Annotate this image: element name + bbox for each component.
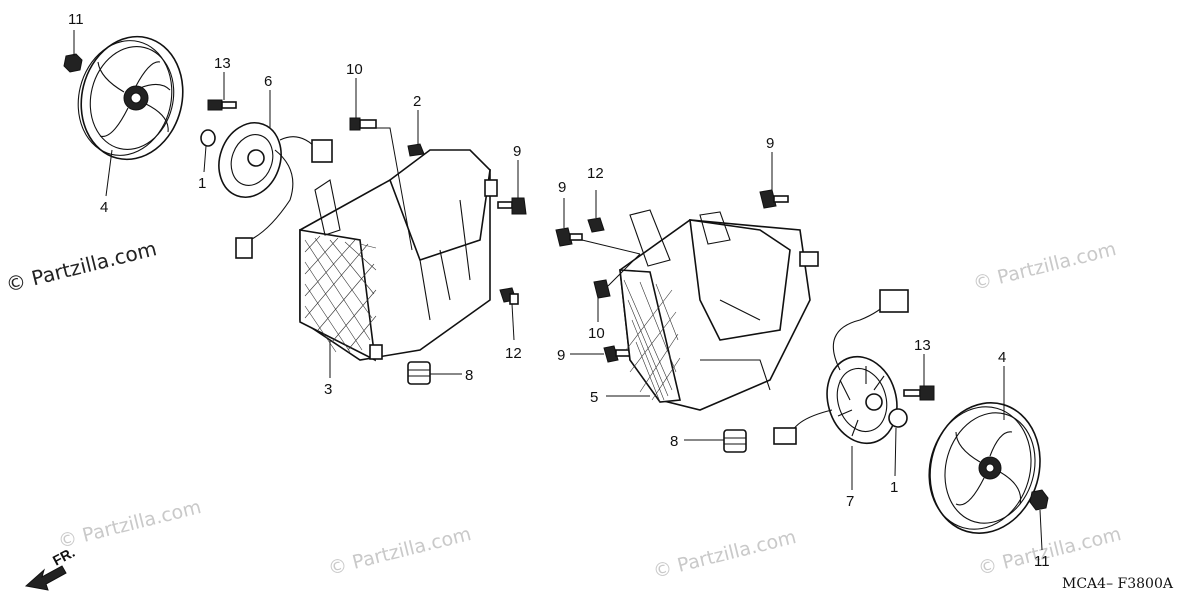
watermark: © Partzilla.com xyxy=(976,523,1124,580)
callout-labels: 11 13 6 10 2 1 4 9 12 3 8 9 9 12 10 9 5 … xyxy=(68,11,1050,570)
callout-12: 12 xyxy=(505,345,522,362)
bolt-12-right xyxy=(587,217,605,233)
callout-11: 11 xyxy=(1034,553,1050,570)
callout-8: 8 xyxy=(670,433,678,450)
watermark-main: © Partzilla.com xyxy=(3,236,159,297)
callout-1: 1 xyxy=(198,175,206,192)
fan-blade-right xyxy=(928,402,1041,534)
bolt-9-left xyxy=(497,197,527,215)
bolt-13-left xyxy=(207,99,237,111)
bolt-9-right-a xyxy=(555,227,583,247)
front-direction-arrow: FR. xyxy=(24,544,77,591)
leader-lines xyxy=(73,30,1043,551)
shroud-3 xyxy=(299,149,498,362)
screw-10-left xyxy=(349,117,377,131)
callout-9: 9 xyxy=(557,347,565,364)
callout-9: 9 xyxy=(513,143,521,160)
screw-10-right xyxy=(593,279,611,299)
callout-8: 8 xyxy=(465,367,473,384)
watermark: © Partzilla.com xyxy=(56,496,204,553)
bolt-9-right-c xyxy=(759,189,789,209)
nut-11-right xyxy=(1029,489,1049,511)
rubber-mount-8-left xyxy=(407,361,431,385)
fan-motor-7 xyxy=(773,289,909,445)
collar-1-left xyxy=(200,129,216,147)
rubber-mount-8-right xyxy=(723,429,747,453)
callout-13: 13 xyxy=(914,337,931,354)
callout-4: 4 xyxy=(998,349,1006,366)
collar-1-right xyxy=(888,408,908,428)
shroud-5 xyxy=(619,209,819,411)
callout-12: 12 xyxy=(587,165,604,182)
clip-2 xyxy=(407,143,425,157)
watermark: © Partzilla.com xyxy=(651,526,799,583)
bolt-13-right xyxy=(903,385,935,401)
callout-9: 9 xyxy=(766,135,774,152)
watermark: © Partzilla.com xyxy=(326,523,474,580)
callout-7: 7 xyxy=(846,493,854,510)
bolt-12-left xyxy=(499,287,519,305)
callout-3: 3 xyxy=(324,381,332,398)
fan-motor-6 xyxy=(218,122,333,259)
callout-11: 11 xyxy=(68,11,84,28)
callout-13: 13 xyxy=(214,55,231,72)
diagram-code: MCA4– F3800A xyxy=(1062,576,1174,592)
callout-9: 9 xyxy=(558,179,566,196)
watermark: © Partzilla.com xyxy=(971,238,1119,295)
callout-5: 5 xyxy=(590,389,598,406)
nut-11-left xyxy=(63,53,83,73)
callout-10: 10 xyxy=(346,61,363,78)
callout-4: 4 xyxy=(100,199,108,216)
callout-10: 10 xyxy=(588,325,605,342)
callout-6: 6 xyxy=(264,73,272,90)
callout-2: 2 xyxy=(413,93,421,110)
bolt-9-right-b xyxy=(603,345,631,363)
fan-blade-left xyxy=(77,35,184,161)
callout-1: 1 xyxy=(890,479,898,496)
